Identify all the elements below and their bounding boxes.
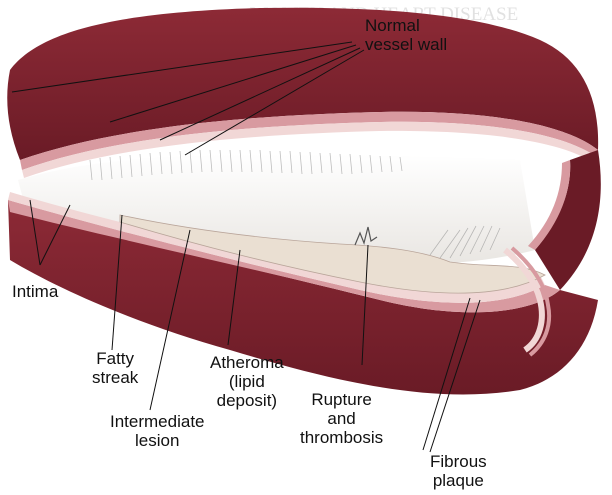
label-intima: Intima — [12, 282, 58, 301]
label-fatty-streak: Fatty streak — [92, 349, 138, 387]
label-fatty-line1: Fatty — [92, 349, 138, 368]
label-intermediate-line2: lesion — [110, 431, 205, 450]
label-atheroma-line1: Atheroma — [210, 353, 284, 372]
label-fibrous-line2: plaque — [430, 471, 487, 490]
label-atheroma-line2: (lipid — [210, 372, 284, 391]
label-atheroma-line3: deposit) — [210, 391, 284, 410]
label-rupture-line3: thrombosis — [300, 428, 383, 447]
label-rupture-thrombosis: Rupture and thrombosis — [300, 390, 383, 447]
label-rupture-line1: Rupture — [300, 390, 383, 409]
label-normal-vessel-wall: Normal vessel wall — [365, 16, 447, 54]
label-atheroma: Atheroma (lipid deposit) — [210, 353, 284, 410]
label-rupture-line2: and — [300, 409, 383, 428]
label-normal-line2: vessel wall — [365, 35, 447, 54]
label-fibrous-line1: Fibrous — [430, 452, 487, 471]
label-fibrous-plaque: Fibrous plaque — [430, 452, 487, 490]
label-fatty-line2: streak — [92, 368, 138, 387]
label-normal-line1: Normal — [365, 16, 447, 35]
label-intermediate-line1: Intermediate — [110, 412, 205, 431]
label-intermediate-lesion: Intermediate lesion — [110, 412, 205, 450]
